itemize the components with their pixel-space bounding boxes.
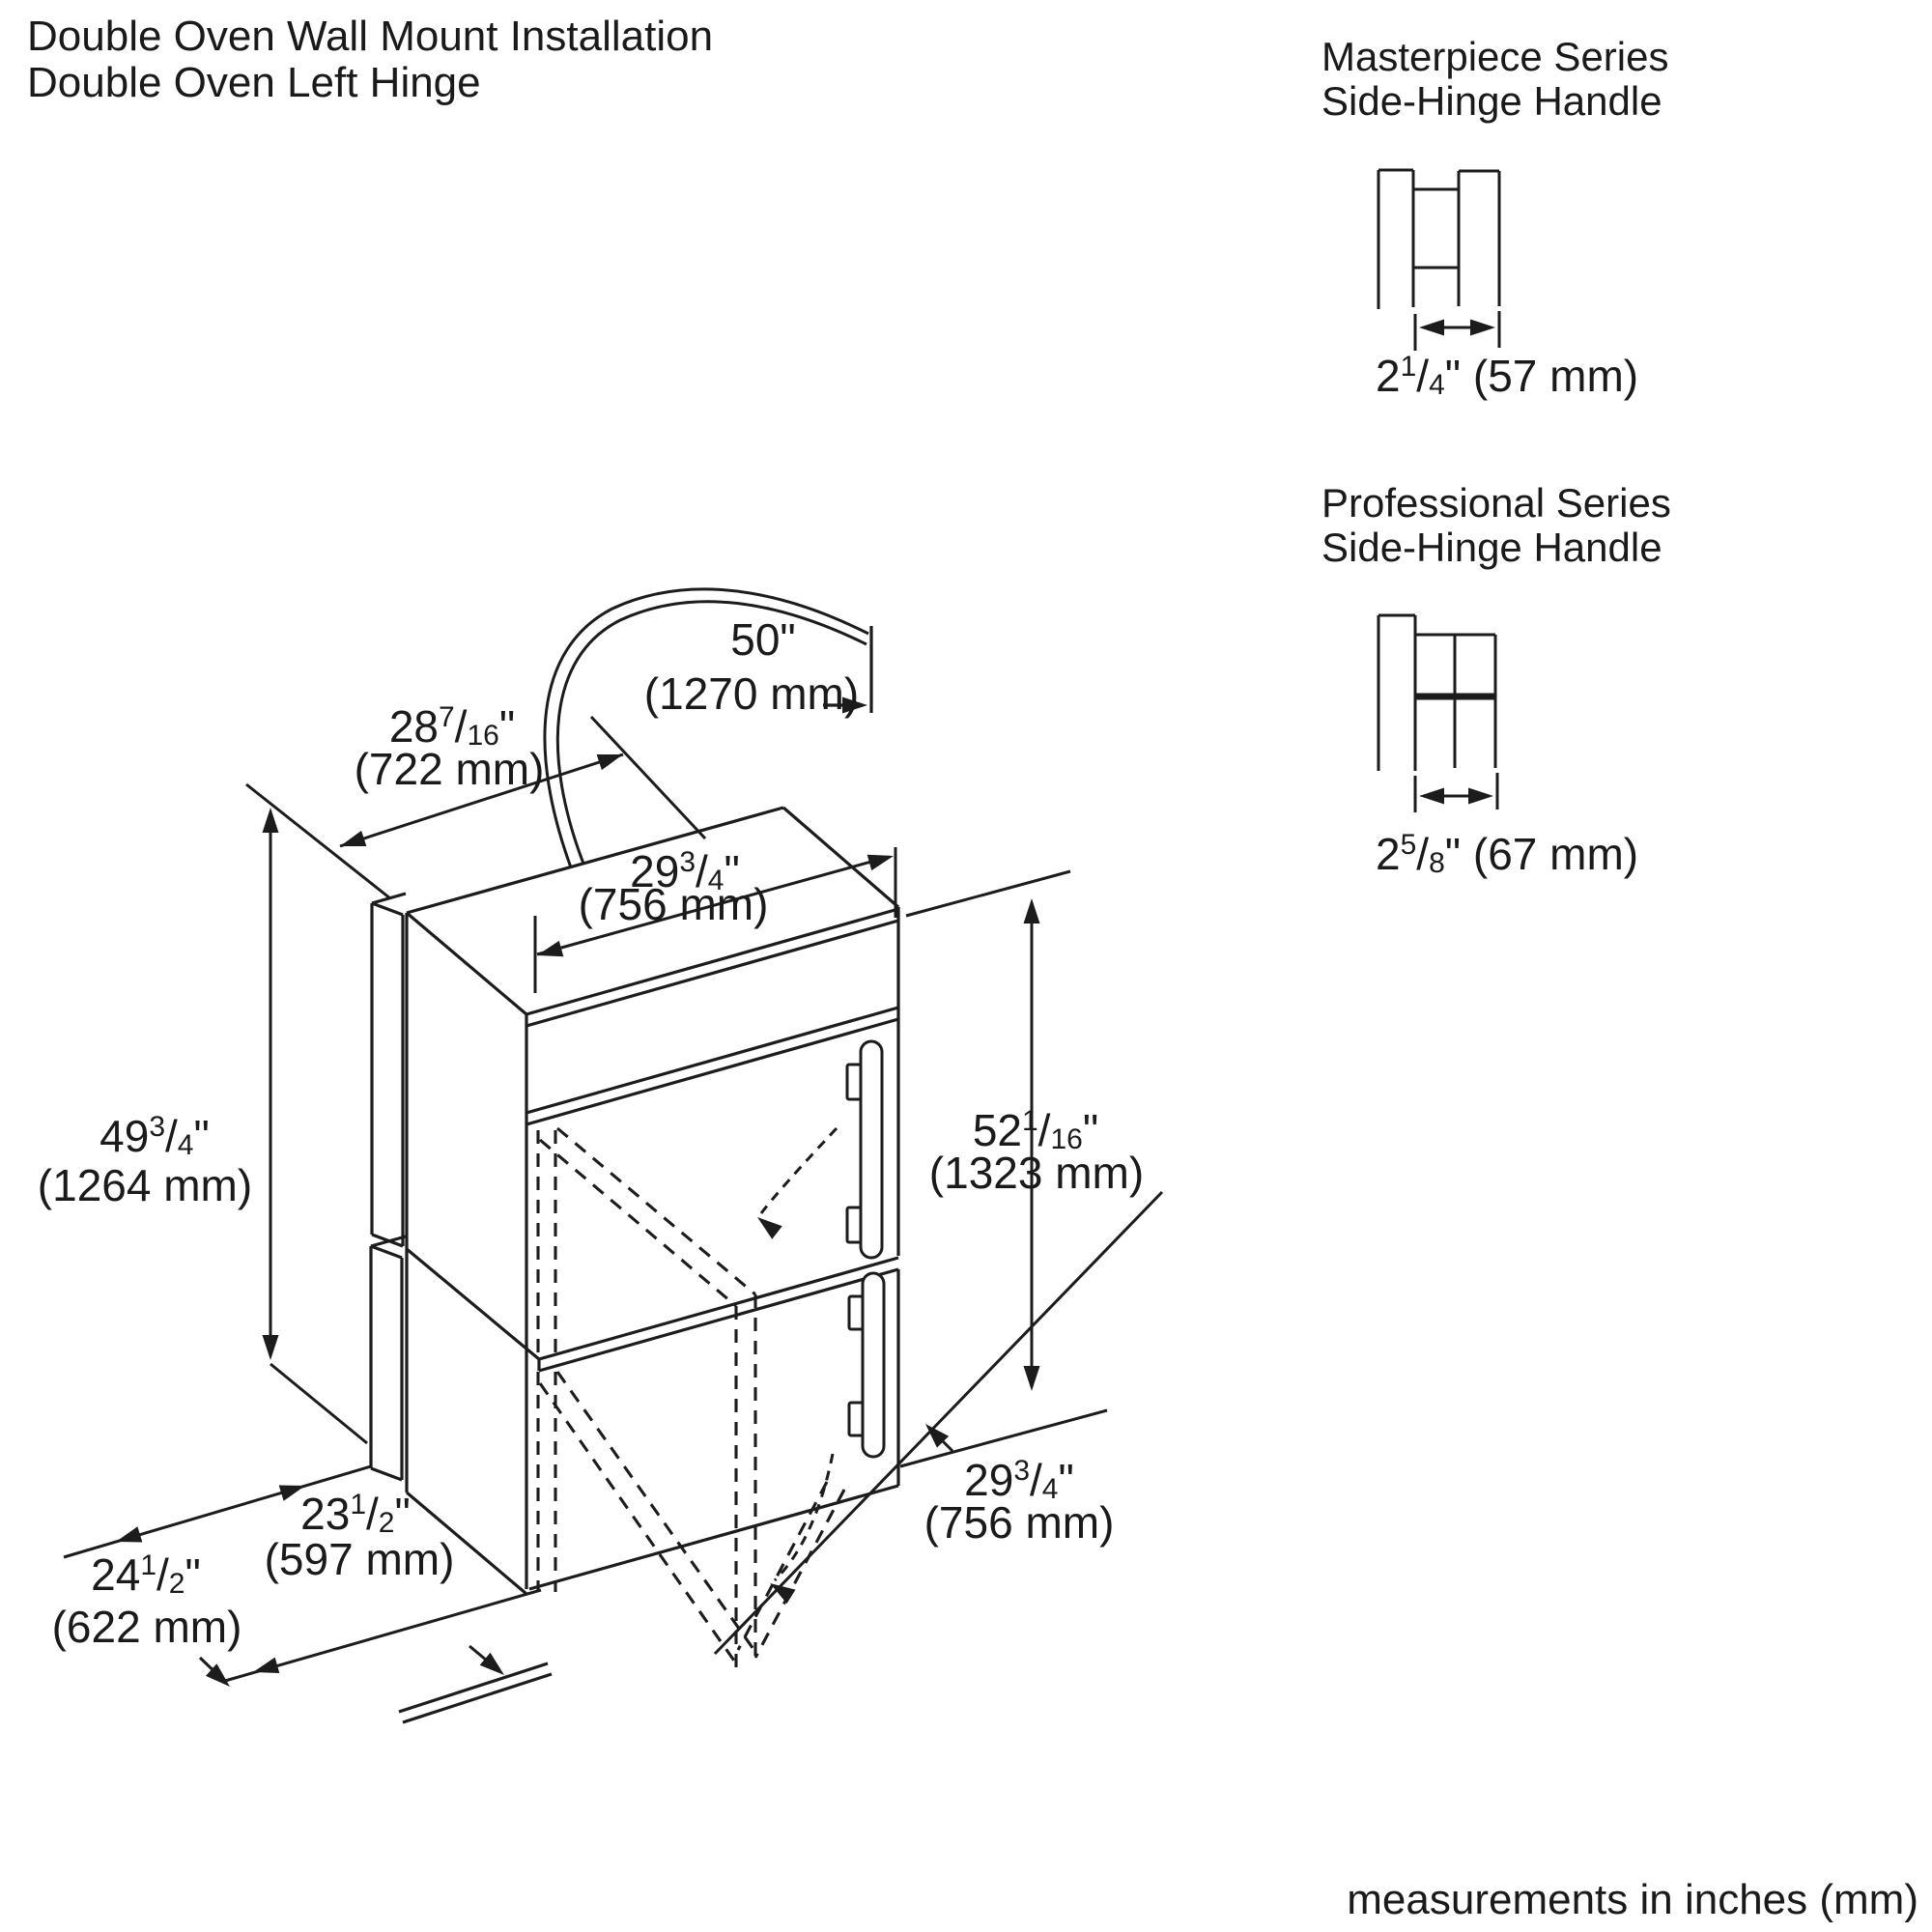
oven-outline bbox=[538, 1267, 899, 1373]
door-open-projection bbox=[555, 1371, 757, 1653]
dim-arrow bbox=[278, 1485, 305, 1501]
dim-width-bottom-leader bbox=[927, 1426, 954, 1453]
dim-width-bottom-label-mm: (756 mm) bbox=[924, 1497, 1115, 1548]
oven-outline bbox=[405, 1247, 541, 1361]
wall-panel bbox=[370, 1235, 407, 1248]
dim-height-left-ext bbox=[270, 1362, 368, 1445]
dim-cord-label: 50" bbox=[730, 614, 796, 665]
dim-arrow bbox=[1468, 787, 1493, 805]
dim-depth-upper-ext bbox=[589, 715, 707, 840]
professional-title-line1: Professional Series bbox=[1321, 480, 1671, 526]
oven-outline bbox=[398, 1662, 549, 1714]
dim-arrow bbox=[1470, 319, 1495, 336]
dim-depth-total-label-mm: (622 mm) bbox=[52, 1602, 242, 1652]
wall-panel bbox=[371, 901, 404, 917]
dim-arrow bbox=[340, 830, 367, 847]
upper-door-swing-arc bbox=[759, 1126, 838, 1214]
dim-arrow bbox=[1419, 319, 1444, 336]
dim-arrow bbox=[1419, 787, 1444, 805]
masterpiece-dim-label: 21/4" (57 mm) bbox=[1376, 351, 1638, 401]
page-title-line2: Double Oven Left Hinge bbox=[27, 59, 481, 106]
dim-arrow bbox=[262, 1335, 279, 1360]
dim-height-left-label-mm: (1264 mm) bbox=[38, 1160, 252, 1210]
page-title-line1: Double Oven Wall Mount Installation bbox=[27, 13, 714, 60]
units-note: measurements in inches (mm) bbox=[1347, 1876, 1918, 1923]
dim-arrow bbox=[205, 1663, 230, 1687]
dim-height-right-ext bbox=[905, 869, 1071, 918]
oven-outline bbox=[526, 907, 899, 1016]
masterpiece-title-line2: Side-Hinge Handle bbox=[1321, 78, 1662, 124]
power-cord bbox=[555, 600, 867, 865]
dim-arrow bbox=[1023, 1366, 1040, 1391]
dim-arrow bbox=[537, 940, 564, 957]
dim-height-right-label: 521/16" bbox=[973, 1105, 1098, 1155]
upper-door-handle bbox=[859, 1039, 884, 1260]
cord-leader-arrow bbox=[842, 696, 867, 714]
dim-height-left-ext bbox=[245, 782, 391, 900]
oven-outline bbox=[538, 1256, 899, 1361]
door-open-projection bbox=[538, 1382, 738, 1664]
wall-panel bbox=[370, 1244, 403, 1260]
dim-height-right-label-mm: (1323 mm) bbox=[929, 1148, 1144, 1198]
dim-depth-upper-line bbox=[339, 753, 624, 848]
dim-depth-cutout-label: 231/2" bbox=[300, 1489, 411, 1539]
dim-arrow bbox=[479, 1652, 504, 1675]
oven-outline bbox=[402, 1672, 553, 1724]
dim-height-right-ext bbox=[899, 1408, 1108, 1468]
door-open-projection bbox=[753, 1489, 846, 1659]
dim-arrow bbox=[596, 753, 623, 771]
power-cord bbox=[543, 587, 869, 868]
dim-width-top-label-mm: (756 mm) bbox=[579, 879, 769, 929]
door-open-projection bbox=[538, 1138, 738, 1308]
professional-dim-label: 25/8" (67 mm) bbox=[1376, 829, 1638, 879]
wall-panel bbox=[370, 1466, 403, 1482]
door-open-projection bbox=[556, 1126, 756, 1296]
dim-depth-total-label: 241/2" bbox=[91, 1549, 201, 1600]
dim-depth-cutout-label-mm: (597 mm) bbox=[265, 1534, 455, 1584]
oven-outline bbox=[405, 1491, 528, 1596]
dim-arrow bbox=[1023, 898, 1040, 923]
dim-arrow bbox=[867, 854, 894, 871]
dim-depth-upper-label: 287/16" bbox=[389, 701, 515, 752]
oven-outline bbox=[781, 806, 900, 909]
oven-outline bbox=[405, 911, 528, 1016]
oven-outline bbox=[528, 1484, 899, 1591]
dim-depth-total-line bbox=[224, 1588, 542, 1683]
dim-width-bottom-ext bbox=[713, 1190, 1164, 1656]
upper-swing-arrow bbox=[757, 1217, 782, 1239]
dim-width-top-label: 293/4" bbox=[630, 846, 740, 896]
dim-depth-upper-label-mm: (722 mm) bbox=[355, 744, 545, 794]
dim-arrow bbox=[116, 1526, 143, 1543]
lower-door-swing-arc bbox=[773, 1453, 835, 1582]
dim-height-left-label: 493/4" bbox=[99, 1111, 210, 1161]
lower-door-handle bbox=[861, 1271, 886, 1459]
oven-outline bbox=[526, 919, 899, 1028]
dim-depth-cutout-line bbox=[63, 1464, 372, 1559]
dim-arrow bbox=[253, 1657, 280, 1674]
oven-outline bbox=[526, 1017, 899, 1126]
oven-outline bbox=[406, 806, 784, 915]
professional-title-line2: Side-Hinge Handle bbox=[1321, 525, 1662, 570]
dim-cord-label-mm: (1270 mm) bbox=[644, 668, 859, 719]
door-open-projection bbox=[736, 1481, 829, 1651]
oven-outline bbox=[526, 1006, 899, 1115]
dim-arrow bbox=[262, 808, 279, 833]
masterpiece-title-line1: Masterpiece Series bbox=[1321, 34, 1669, 79]
dim-width-top-line bbox=[536, 855, 890, 956]
dim-width-bottom-label: 293/4" bbox=[964, 1455, 1074, 1505]
